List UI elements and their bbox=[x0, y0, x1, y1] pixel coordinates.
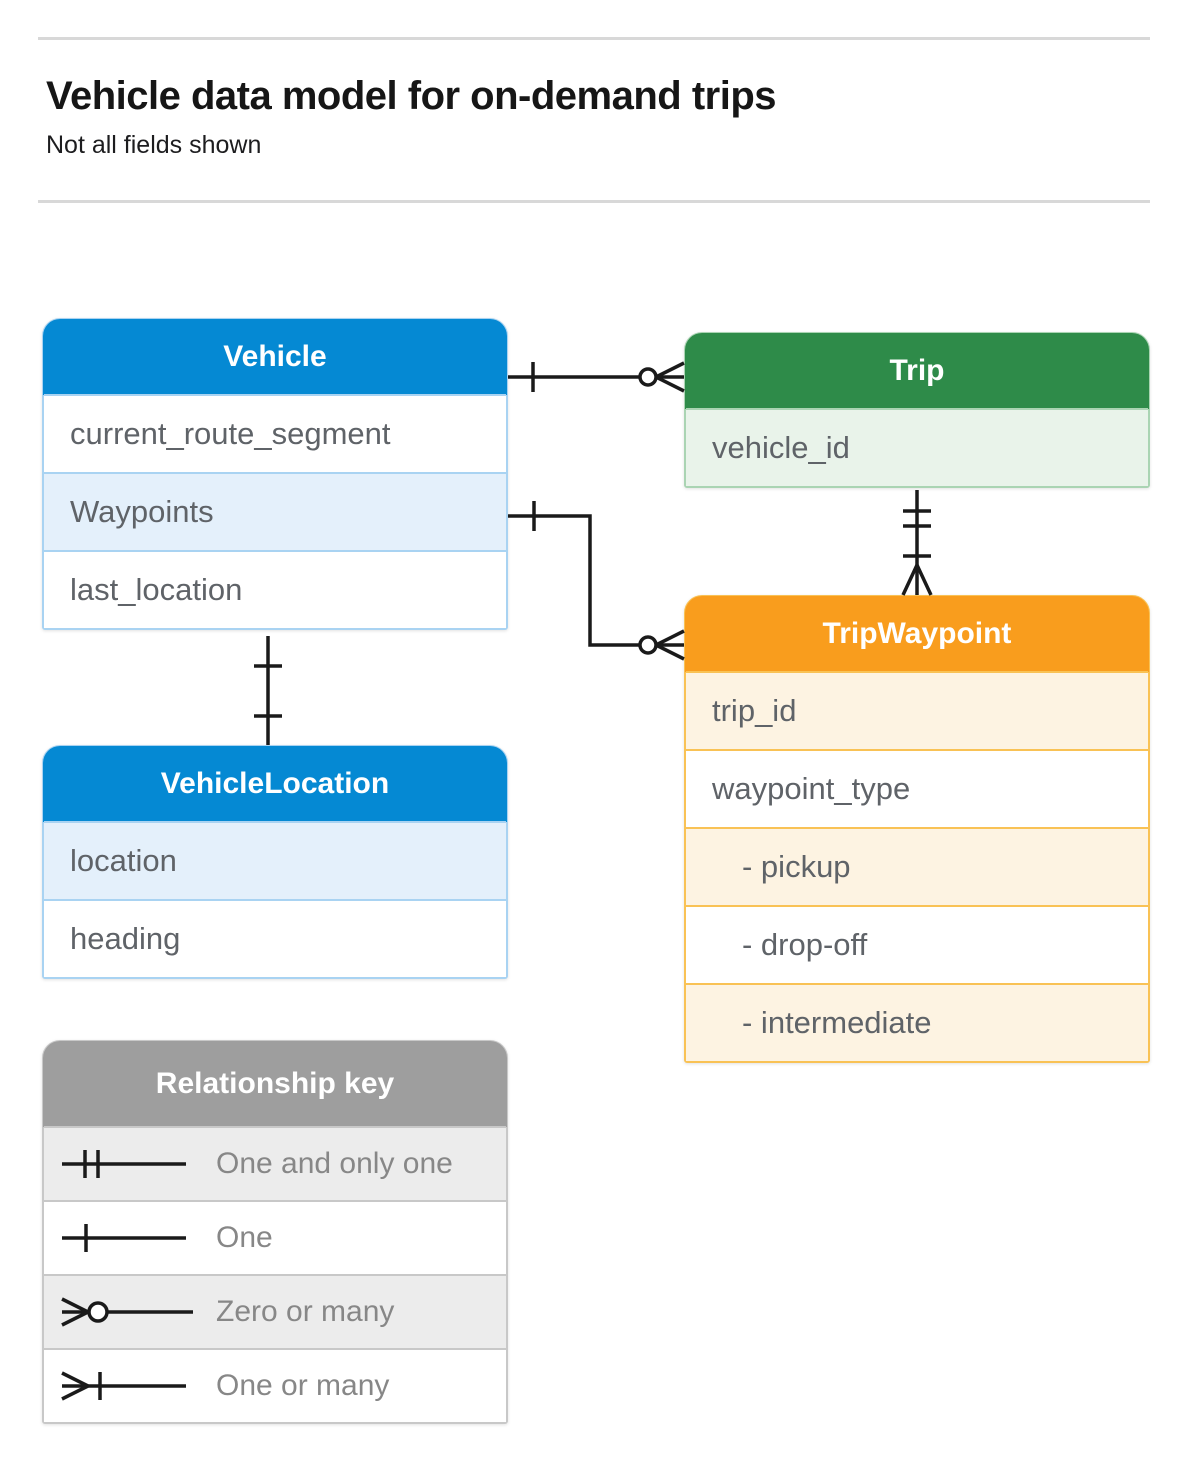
relationship-key-title: Relationship key bbox=[155, 1067, 395, 1100]
crow-foot-icon bbox=[655, 629, 685, 647]
top-divider bbox=[38, 37, 1150, 40]
page-title: Vehicle data model for on-demand trips bbox=[46, 74, 777, 118]
field-label: - pickup bbox=[742, 849, 851, 884]
key-label: One or many bbox=[216, 1369, 390, 1402]
connector-waypoints-tripwaypoint bbox=[508, 501, 685, 661]
field-row: heading bbox=[44, 899, 506, 977]
key-label: One bbox=[216, 1221, 273, 1254]
entity-title: Trip bbox=[889, 354, 945, 387]
crow-foot-icon bbox=[901, 564, 919, 596]
zero-circle-icon bbox=[638, 635, 658, 655]
key-label: One and only one bbox=[216, 1147, 453, 1180]
field-row: current_route_segment bbox=[44, 394, 506, 472]
field-label: location bbox=[70, 843, 177, 878]
field-row: last_location bbox=[44, 550, 506, 628]
entity-trip: Trip vehicle_id bbox=[684, 332, 1150, 488]
relationship-key-header: Relationship key bbox=[43, 1041, 507, 1127]
field-label: last_location bbox=[70, 572, 243, 607]
key-row: One bbox=[44, 1200, 506, 1274]
relationship-key: Relationship key One and only one One bbox=[42, 1040, 508, 1424]
field-label: - drop-off bbox=[742, 927, 868, 962]
connector-vehicle-vehiclelocation bbox=[254, 636, 282, 745]
field-row: waypoint_type bbox=[686, 749, 1148, 827]
key-row: One and only one bbox=[44, 1126, 506, 1200]
entity-vehicle-header: Vehicle bbox=[43, 319, 507, 395]
entity-vehicle: Vehicle current_route_segment Waypoints … bbox=[42, 318, 508, 630]
zero-or-many-icon bbox=[61, 1297, 193, 1327]
field-label: heading bbox=[70, 921, 181, 956]
field-row: - pickup bbox=[686, 827, 1148, 905]
entity-vehiclelocation-header: VehicleLocation bbox=[43, 746, 507, 822]
zero-circle-icon bbox=[638, 367, 658, 387]
key-row: Zero or many bbox=[44, 1274, 506, 1348]
field-row: - intermediate bbox=[686, 983, 1148, 1061]
field-label: Waypoints bbox=[70, 494, 214, 529]
entity-title: Vehicle bbox=[223, 340, 327, 373]
field-row: location bbox=[44, 821, 506, 899]
one-icon bbox=[62, 1224, 186, 1252]
entity-title: TripWaypoint bbox=[822, 617, 1012, 650]
field-label: waypoint_type bbox=[712, 771, 911, 806]
header-divider bbox=[38, 200, 1150, 203]
connector-trip-tripwaypoint bbox=[901, 490, 933, 596]
one-or-many-icon bbox=[61, 1371, 186, 1401]
entity-trip-header: Trip bbox=[685, 333, 1149, 409]
field-row: vehicle_id bbox=[686, 408, 1148, 486]
connector-vehicle-trip bbox=[508, 361, 685, 393]
key-label: Zero or many bbox=[216, 1295, 395, 1328]
field-label: trip_id bbox=[712, 693, 797, 728]
entity-title: VehicleLocation bbox=[160, 767, 390, 800]
field-label: current_route_segment bbox=[70, 416, 391, 451]
one-and-only-one-icon bbox=[62, 1150, 186, 1178]
key-row: One or many bbox=[44, 1348, 506, 1422]
entity-tripwaypoint: TripWaypoint trip_id waypoint_type - pic… bbox=[684, 595, 1150, 1063]
crow-foot-icon bbox=[655, 361, 685, 379]
field-row: Waypoints bbox=[44, 472, 506, 550]
entity-tripwaypoint-header: TripWaypoint bbox=[685, 596, 1149, 672]
field-label: - intermediate bbox=[742, 1005, 932, 1040]
entity-vehiclelocation: VehicleLocation location heading bbox=[42, 745, 508, 979]
field-row: - drop-off bbox=[686, 905, 1148, 983]
field-label: vehicle_id bbox=[712, 430, 850, 465]
field-row: trip_id bbox=[686, 671, 1148, 749]
page-subtitle: Not all fields shown bbox=[46, 131, 262, 159]
